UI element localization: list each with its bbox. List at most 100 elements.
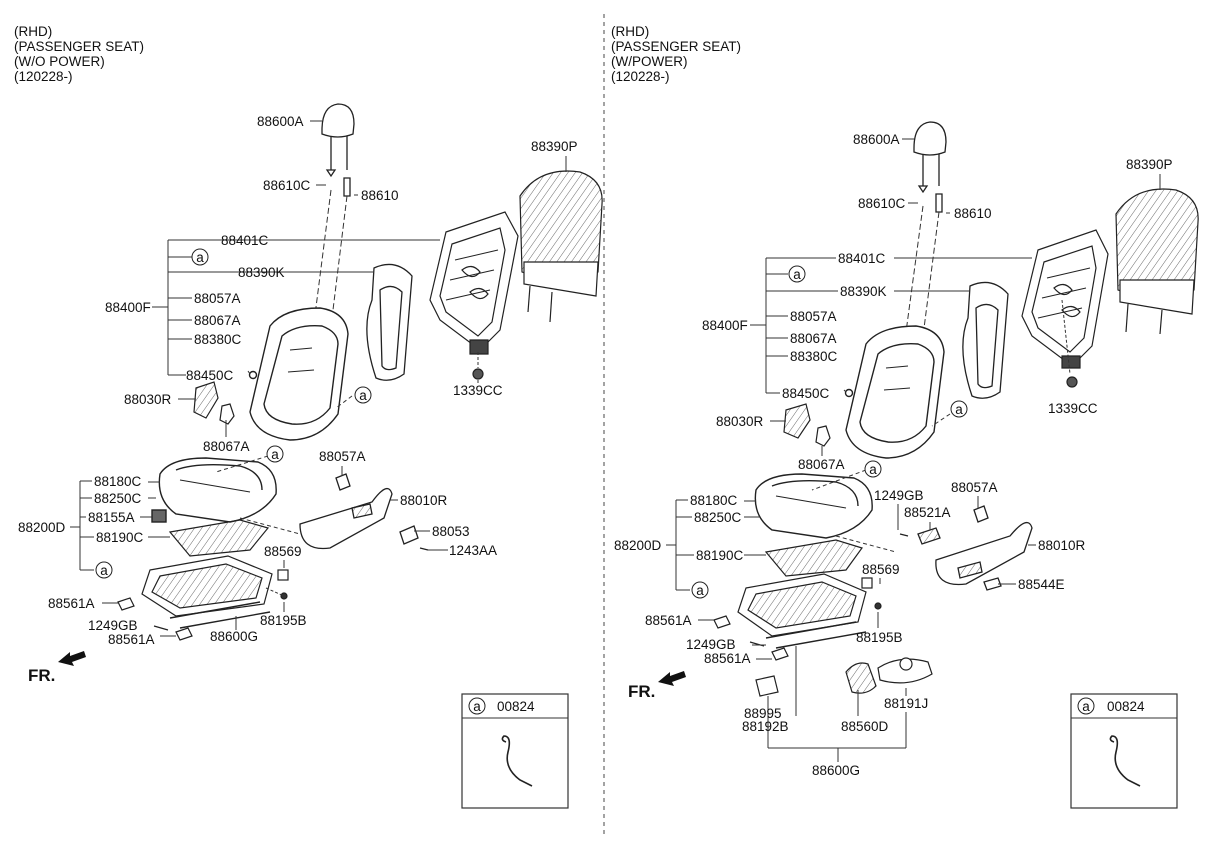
back-cushion-drawing — [844, 325, 945, 459]
part-label-motor-560: 88560D — [841, 719, 889, 734]
part-label-headrest: 88600A — [853, 132, 900, 147]
panel-header: (RHD) (PASSENGER SEAT) (W/POWER) (120228… — [611, 24, 741, 84]
part-label-recliner-cover: 88030R — [716, 414, 764, 429]
part-label-back-450: 88450C — [782, 386, 830, 401]
part-label-ecu-995: 88995 — [744, 706, 782, 721]
part-label-back-pad: 88390K — [238, 265, 285, 280]
header-line-4: (120228-) — [14, 69, 73, 84]
front-arrow-icon — [58, 651, 86, 666]
dashed-guide — [835, 535, 897, 553]
recliner-cover-drawing — [193, 381, 235, 425]
front-arrow-icon — [658, 671, 686, 686]
part-label-back-67: 88067A — [194, 313, 241, 328]
part-label-bolt-195: 88195B — [260, 613, 307, 628]
front-direction-indicator: FR. — [28, 651, 86, 685]
circle-marker-text: a — [793, 267, 801, 282]
part-label-cushion-190: 88190C — [696, 548, 744, 563]
circle-marker: a — [354, 386, 372, 404]
dashed-guide — [931, 413, 951, 427]
front-label: FR. — [628, 682, 655, 701]
dashed-guide — [905, 205, 924, 333]
part-label-cushion-190: 88190C — [96, 530, 144, 545]
header-line-1: (RHD) — [14, 24, 52, 39]
part-label-cushion-250: 88250C — [94, 491, 142, 506]
header-line-2: (PASSENGER SEAT) — [14, 39, 144, 54]
inset-marker: a — [473, 699, 481, 714]
part-label-88053: 88053 — [432, 524, 470, 539]
part-label-guide: 88610 — [954, 206, 992, 221]
part-label-knob-544: 88544E — [1018, 577, 1065, 592]
back-frame-drawing — [1021, 229, 1109, 388]
cushion-frame-drawing — [713, 573, 882, 661]
header-line-1: (RHD) — [611, 24, 649, 39]
part-label-back-450: 88450C — [186, 368, 234, 383]
part-label-back-380: 88380C — [790, 349, 838, 364]
part-label-switch-521: 88521A — [904, 505, 951, 520]
part-label-back-assy: 88400F — [105, 300, 151, 315]
part-label-back-57: 88057A — [790, 309, 837, 324]
front-direction-indicator: FR. — [628, 671, 686, 701]
side-shield-drawing — [899, 505, 1033, 591]
back-pad-drawing — [962, 281, 1009, 399]
circle-marker: a — [95, 561, 113, 579]
part-label-side-57: 88057A — [319, 449, 366, 464]
inset-marker: a — [1082, 699, 1090, 714]
part-label-clip-569: 88569 — [264, 544, 302, 559]
part-label-screw-1249: 1249GB — [686, 637, 736, 652]
dashed-guide — [335, 395, 353, 409]
part-label-cushion-250: 88250C — [694, 510, 742, 525]
bracket-lines — [666, 138, 1161, 762]
part-label-track: 88600G — [210, 629, 258, 644]
circle-marker-text: a — [196, 250, 204, 265]
cushion-frame-drawing — [117, 555, 289, 641]
part-label-cushion-180: 88180C — [94, 474, 142, 489]
inset-box: a 00824 — [1070, 693, 1178, 809]
left-panel-without-power: (RHD) (PASSENGER SEAT) (W/O POWER) (1202… — [14, 24, 603, 809]
part-label-cushion-155: 88155A — [88, 510, 135, 525]
part-label-recliner-cover: 88030R — [124, 392, 172, 407]
header-line-2: (PASSENGER SEAT) — [611, 39, 741, 54]
part-label-cover-561-b: 88561A — [108, 632, 155, 647]
part-label-back-frame: 88401C — [838, 251, 886, 266]
part-label-bolt-1339: 1339CC — [1048, 401, 1098, 416]
panel-header: (RHD) (PASSENGER SEAT) (W/O POWER) (1202… — [14, 24, 144, 84]
part-label-cushion-assy: 88200D — [18, 520, 66, 535]
part-label-guide: 88610 — [361, 188, 399, 203]
part-label-cover-561-a: 88561A — [48, 596, 95, 611]
wire-clip-drawing — [501, 735, 533, 787]
back-pad-drawing — [366, 263, 413, 381]
part-label-hinge-67: 88067A — [798, 457, 845, 472]
cushion-pad-drawing — [764, 539, 863, 577]
part-label-back-frame: 88401C — [221, 233, 269, 248]
cushion-pad-drawing — [168, 519, 270, 557]
circle-marker: a — [266, 445, 284, 463]
part-label-shield: 88010R — [400, 493, 448, 508]
part-label-back-380: 88380C — [194, 332, 242, 347]
circle-marker-text: a — [696, 583, 704, 598]
part-label-cushion-180: 88180C — [690, 493, 738, 508]
dashed-guide — [239, 517, 301, 535]
header-line-4: (120228-) — [611, 69, 670, 84]
side-shield-drawing — [299, 473, 429, 551]
part-label-cover-561-b: 88561A — [704, 651, 751, 666]
part-label-hinge-67: 88067A — [203, 439, 250, 454]
dashed-guide — [811, 469, 867, 491]
part-label-cushion-assy: 88200D — [614, 538, 662, 553]
part-label-screw-1249: 1249GB — [88, 618, 138, 633]
part-label-cover-561-a: 88561A — [645, 613, 692, 628]
part-label-harness-192: 88192B — [742, 719, 789, 734]
circle-marker: a — [191, 248, 209, 266]
back-frame-drawing — [429, 211, 519, 380]
inset-box: a 00824 — [461, 693, 569, 809]
inset-part-code: 00824 — [1107, 699, 1145, 714]
circle-marker-text: a — [359, 388, 367, 403]
circle-marker: a — [788, 265, 806, 283]
part-label-back-cover: 88390P — [1126, 157, 1173, 172]
part-label-back-pad: 88390K — [840, 284, 887, 299]
circle-marker-text: a — [271, 447, 279, 462]
back-cover-drawing — [519, 170, 603, 323]
headrest-drawing — [321, 103, 355, 197]
part-label-bolt-1339: 1339CC — [453, 383, 503, 398]
dashed-guide — [215, 455, 269, 473]
